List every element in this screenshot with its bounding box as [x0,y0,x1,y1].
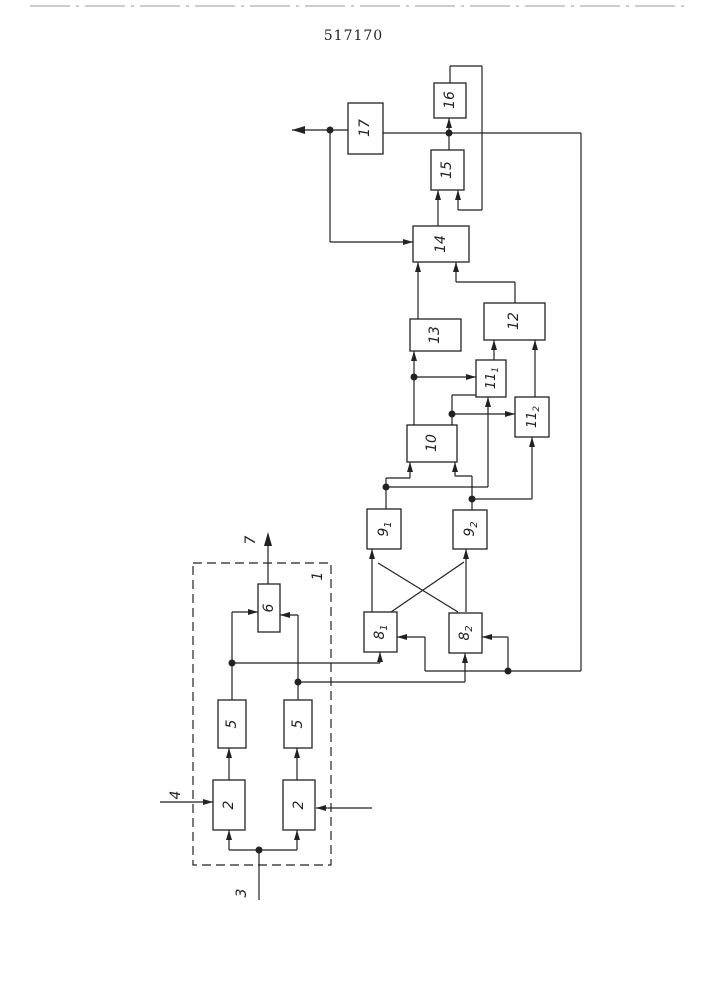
block-8-1: 81 [364,612,397,652]
block-5-upper: 5 [218,700,246,748]
block-6: 6 [258,584,280,632]
ref-output-7: 7 [243,535,259,544]
block-5-upper-label: 5 [224,719,240,728]
block-2-lower: 2 [283,780,315,830]
block-5-lower-label: 5 [290,719,306,728]
block-16-label: 16 [442,91,458,109]
connection-wires [160,66,581,900]
block-2-upper-label: 2 [221,800,237,809]
block-10-label: 10 [424,434,440,452]
block-6-label: 6 [261,603,277,612]
block-2-upper: 2 [213,780,245,830]
block-12-label: 12 [506,312,522,330]
block-11-2: 112 [515,397,549,437]
ref-input-4: 4 [168,791,184,800]
block-5-lower: 5 [284,700,312,748]
block-9-2: 92 [453,510,487,549]
ref-input-3: 3 [234,889,250,898]
block-2-lower-label: 2 [291,800,307,809]
block-10: 10 [407,425,457,462]
patent-number: 517170 [0,28,707,44]
block-13-label: 13 [427,326,443,344]
block-17-label: 17 [357,119,373,137]
block-13: 13 [410,319,461,351]
block-17: 17 [348,103,383,154]
block-11-1: 111 [476,360,506,397]
block-15: 15 [431,150,464,190]
block-16: 16 [434,83,466,118]
block-15-label: 15 [439,161,455,179]
ref-unit-1: 1 [310,572,326,581]
block-14-label: 14 [433,235,449,253]
block-14: 14 [413,226,469,262]
block-12: 12 [484,303,545,340]
block-9-1: 91 [367,509,401,549]
block-8-2: 82 [449,613,482,653]
